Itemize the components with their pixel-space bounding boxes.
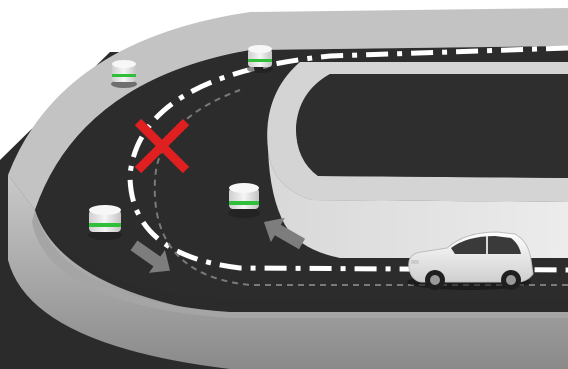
beacon-icon	[228, 183, 260, 218]
beacon-icon	[88, 205, 122, 240]
beacon-icon	[247, 45, 273, 73]
beacon-icon	[111, 60, 137, 88]
inner-island-top	[296, 74, 568, 178]
